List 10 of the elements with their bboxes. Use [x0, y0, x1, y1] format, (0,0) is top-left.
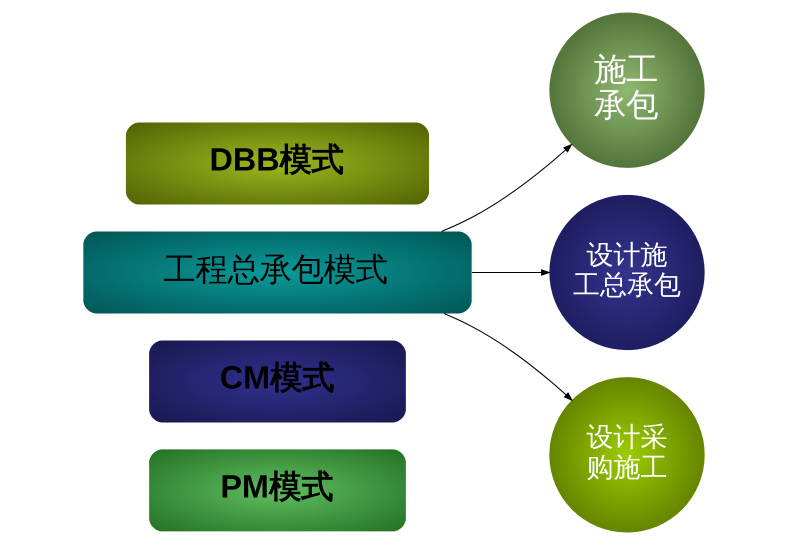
- node-circle: 设计施工总承包: [549, 194, 705, 350]
- node-box: DBB模式: [126, 122, 430, 205]
- arrow: [444, 313, 574, 402]
- node-box: CM模式: [149, 340, 406, 422]
- arrow: [472, 269, 551, 276]
- node-box: 工程总承包模式: [83, 232, 472, 314]
- node-circle: 施工承包: [549, 12, 705, 168]
- arrow: [441, 144, 573, 232]
- node-circle: 设计采购施工: [549, 377, 705, 532]
- node-box: PM模式: [149, 449, 406, 532]
